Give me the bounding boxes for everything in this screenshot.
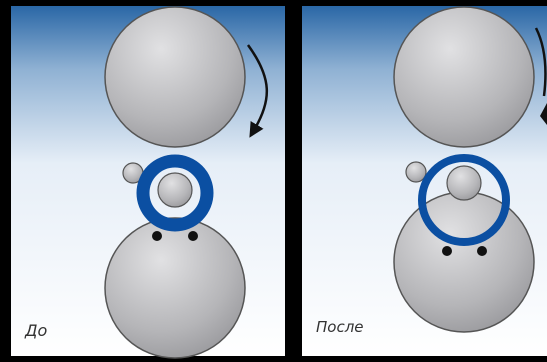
rotation-arrow-head bbox=[540, 103, 547, 125]
contact-dot bbox=[442, 246, 452, 256]
panel-caption: До bbox=[24, 321, 48, 340]
lower-roll bbox=[104, 217, 246, 359]
mandrel-roll bbox=[157, 172, 193, 208]
panel-caption: После bbox=[316, 318, 364, 336]
lower-roll bbox=[393, 191, 535, 333]
contact-dot bbox=[477, 246, 487, 256]
contact-dot bbox=[152, 231, 162, 241]
workpiece-ring bbox=[136, 154, 214, 232]
panel-before: До bbox=[11, 6, 285, 359]
guide-roll bbox=[405, 161, 427, 183]
upper-roll bbox=[104, 6, 246, 148]
rotation-arrow-icon bbox=[246, 44, 268, 138]
workpiece-ring bbox=[418, 154, 510, 246]
rotation-arrow-icon bbox=[534, 27, 547, 97]
upper-roll bbox=[393, 6, 535, 148]
contact-dot bbox=[188, 231, 198, 241]
mandrel-roll bbox=[446, 165, 482, 201]
panel-after: После bbox=[302, 6, 547, 356]
